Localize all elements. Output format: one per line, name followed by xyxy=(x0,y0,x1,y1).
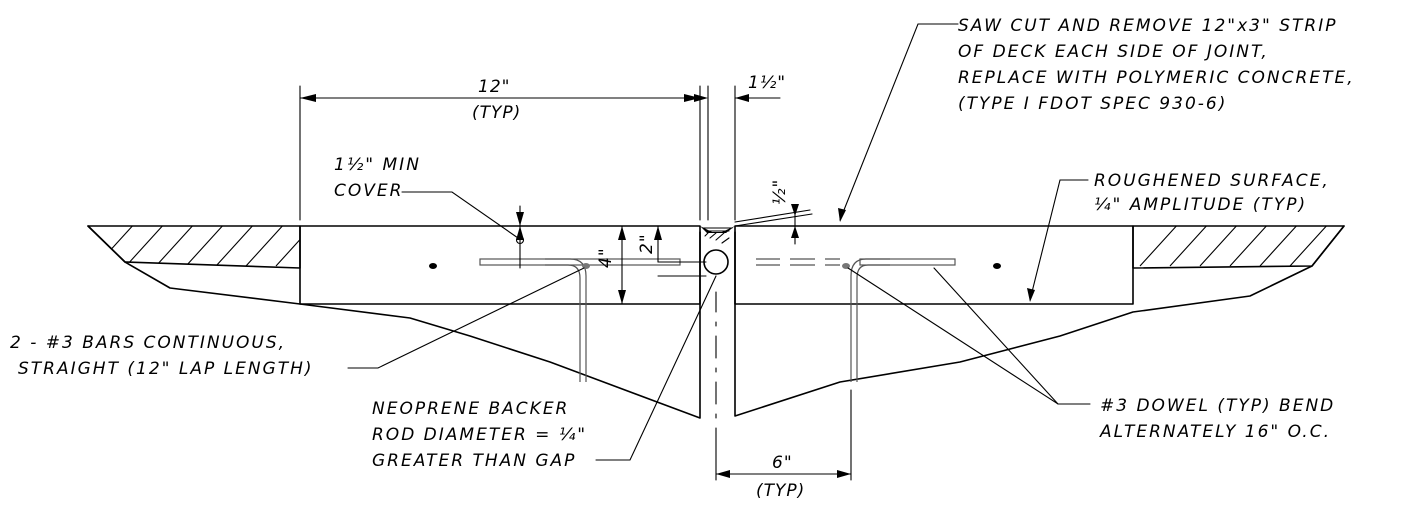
note-line: ¼" AMPLITUDE (TYP) xyxy=(1094,195,1307,215)
note-line: 2 - #3 BARS CONTINUOUS, xyxy=(10,333,286,353)
bar-section xyxy=(993,263,1001,269)
dowel-left xyxy=(545,258,587,382)
dimension-half-depth: ½" xyxy=(734,179,813,245)
note-line: ALTERNATELY 16" O.C. xyxy=(1099,422,1331,442)
note-line: GREATER THAN GAP xyxy=(372,451,576,471)
joint-seal xyxy=(700,226,735,244)
leader-lines xyxy=(347,23,1091,461)
note-line: ROD DIAMETER = ¼" xyxy=(372,425,587,445)
note-line: COVER xyxy=(334,181,403,201)
note-line: STRAIGHT (12" LAP LENGTH) xyxy=(18,359,314,379)
dim-4-label: 4" xyxy=(596,247,616,268)
note-line: #3 DOWEL (TYP) BEND xyxy=(1100,396,1335,416)
dimension-12in: 12" (TYP) xyxy=(299,77,701,221)
note-min-cover: 1½" MIN COVER xyxy=(334,155,421,201)
note-line: OF DECK EACH SIDE OF JOINT, xyxy=(958,42,1269,62)
dim-half-label: ½" xyxy=(770,179,790,205)
note-line: REPLACE WITH POLYMERIC CONCRETE, xyxy=(958,68,1355,88)
bar-section xyxy=(429,263,437,269)
backer-rod xyxy=(703,249,729,275)
note-line: ROUGHENED SURFACE, xyxy=(1094,171,1330,191)
note-line: (TYPE I FDOT SPEC 930-6) xyxy=(958,94,1227,114)
dimension-gap: 1½" xyxy=(694,73,786,221)
dim-6-label: 6" xyxy=(772,453,793,473)
continuous-bar-right xyxy=(756,258,956,266)
note-backer-rod: NEOPRENE BACKER ROD DIAMETER = ¼" GREATE… xyxy=(372,399,587,471)
dim-12-label: 12" xyxy=(478,77,510,97)
note-dowel: #3 DOWEL (TYP) BEND ALTERNATELY 16" O.C. xyxy=(1099,396,1335,442)
existing-deck-left xyxy=(87,225,301,269)
polymeric-concrete-left xyxy=(299,225,701,305)
note-continuous-bars: 2 - #3 BARS CONTINUOUS, STRAIGHT (12" LA… xyxy=(10,333,314,379)
dimension-depths: 4" 2" xyxy=(596,225,707,305)
note-line: 1½" MIN xyxy=(334,155,421,175)
deck-underside-right xyxy=(734,225,1345,417)
polymeric-concrete-right xyxy=(734,225,1134,305)
note-line: NEOPRENE BACKER xyxy=(372,399,569,419)
dim-6-typ-label: (TYP) xyxy=(756,481,805,501)
dim-gap-label: 1½" xyxy=(748,73,786,93)
note-roughened-surface: ROUGHENED SURFACE, ¼" AMPLITUDE (TYP) xyxy=(1094,171,1330,215)
note-saw-cut: SAW CUT AND REMOVE 12"x3" STRIP OF DECK … xyxy=(958,16,1355,114)
dim-2-label: 2" xyxy=(637,233,657,254)
deck-underside-left xyxy=(87,225,701,419)
dowel-right xyxy=(850,258,890,382)
note-line: SAW CUT AND REMOVE 12"x3" STRIP xyxy=(958,16,1337,36)
existing-deck-right xyxy=(1132,225,1345,269)
dimension-6in: 6" (TYP) xyxy=(715,389,852,501)
dim-12-typ-label: (TYP) xyxy=(472,103,521,123)
